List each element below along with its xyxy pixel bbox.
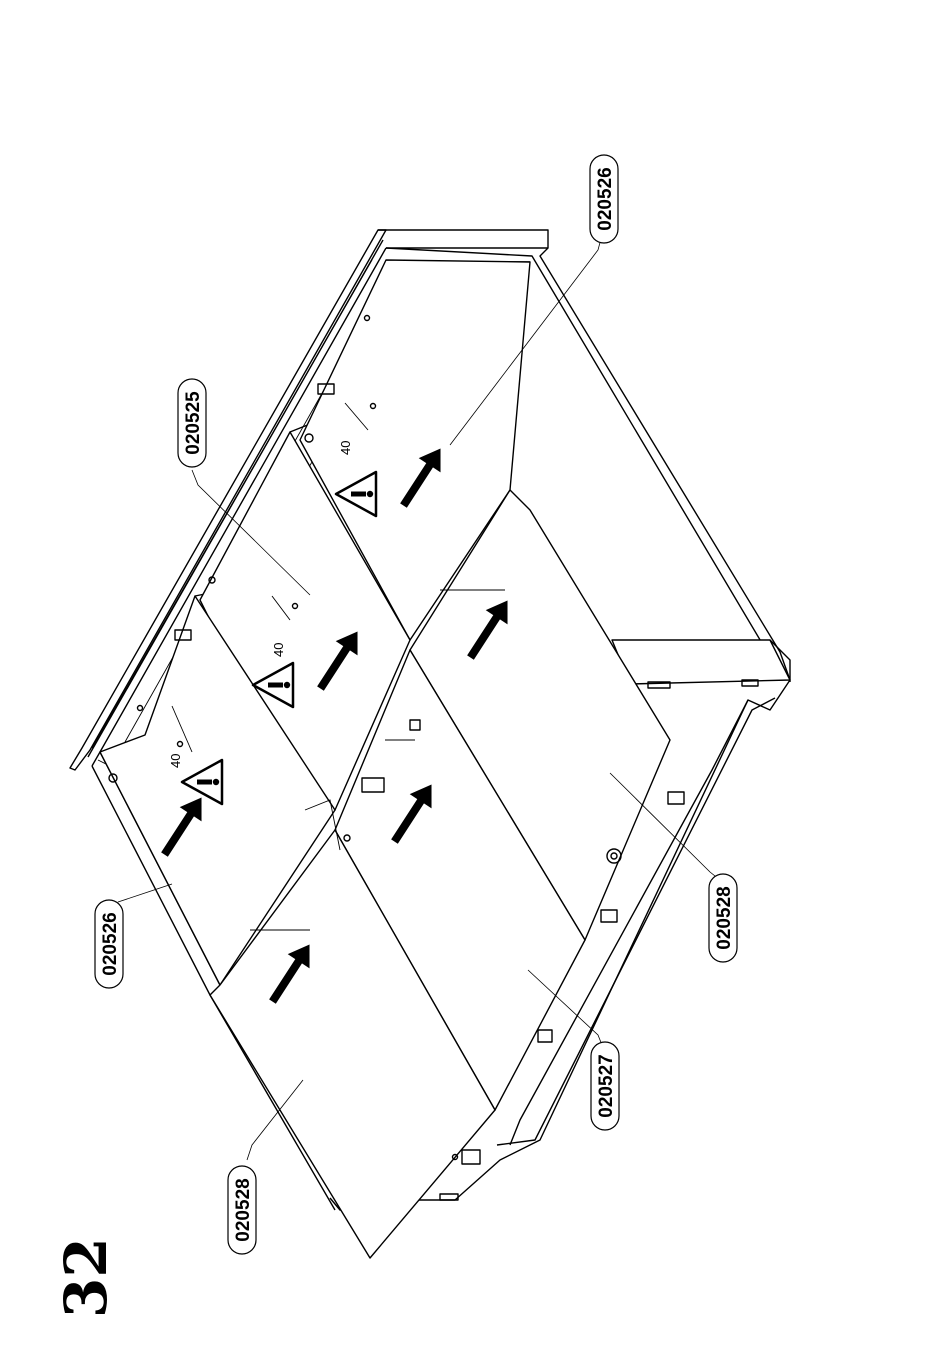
part-label-4-text: 020528 — [714, 886, 735, 949]
part-label-2: 020525 — [178, 379, 206, 467]
part-label-2-text: 020525 — [183, 391, 204, 455]
part-label-6: 020527 — [591, 1042, 619, 1130]
dimension-label-2: 40 — [271, 643, 286, 657]
part-label-4: 020528 — [709, 874, 737, 962]
dimension-label-1: 40 — [338, 441, 353, 455]
part-label-5: 020528 — [228, 1166, 256, 1254]
part-label-6-text: 020527 — [596, 1054, 617, 1117]
part-label-1: 020526 — [590, 155, 618, 243]
part-label-1-text: 020526 — [595, 167, 616, 230]
part-label-5-text: 020528 — [233, 1178, 254, 1241]
part-label-3-text: 020526 — [100, 912, 121, 975]
step-number: 32 — [52, 1237, 120, 1318]
dimension-label-3: 40 — [168, 754, 183, 768]
part-label-3: 020526 — [95, 900, 123, 988]
